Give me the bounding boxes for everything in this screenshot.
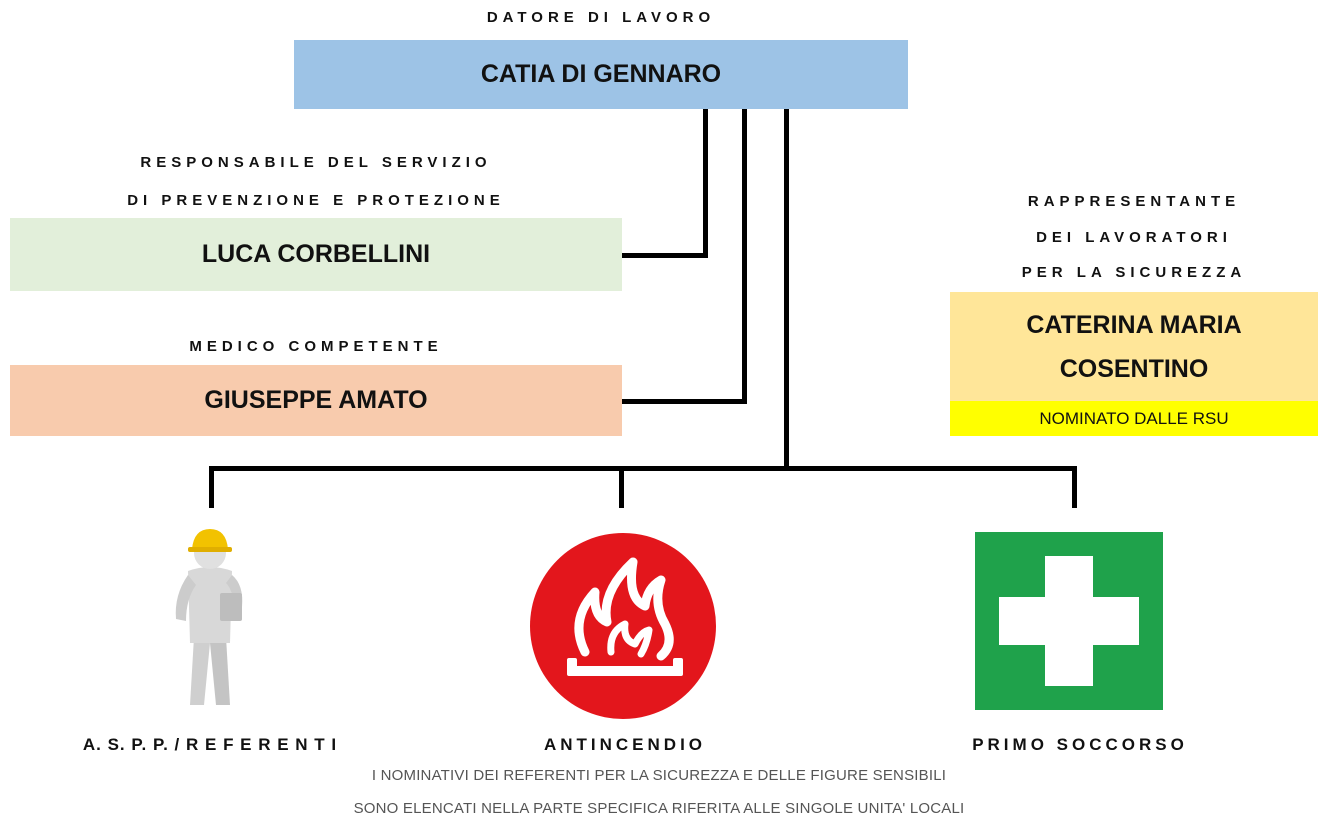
connector-rspp-vertical <box>703 109 708 258</box>
rls-caption-line2: DEI LAVORATORI <box>1036 229 1232 246</box>
connector-drop-center <box>619 466 624 508</box>
first-aid-icon <box>975 532 1163 710</box>
footer-note-line1: I NOMINATIVI DEI REFERENTI PER LA SICURE… <box>371 767 947 784</box>
doctor-name: GIUSEPPE AMATO <box>204 386 428 414</box>
rls-note: NOMINATO DALLE RSU <box>1039 408 1229 428</box>
role-label-antincendio: ANTINCENDIO <box>543 735 707 754</box>
connector-doctor-horizontal <box>622 399 747 404</box>
connector-main-vertical <box>784 109 789 471</box>
role-label-aspp: A. S. P. P. / R E F E R E N T I <box>82 735 338 754</box>
connector-drop-left <box>209 466 214 508</box>
rls-caption-line3: PER LA SICUREZZA <box>1021 264 1247 281</box>
doctor-caption: MEDICO COMPETENTE <box>189 338 443 355</box>
employer-box: CATIA DI GENNARO <box>294 40 908 109</box>
employer-name: CATIA DI GENNARO <box>480 60 722 88</box>
worker-icon <box>150 515 270 715</box>
connector-rspp-horizontal <box>622 253 708 258</box>
doctor-box: GIUSEPPE AMATO <box>10 365 622 436</box>
connector-drop-right <box>1072 466 1077 508</box>
employer-caption: DATORE DI LAVORO <box>486 9 716 26</box>
rspp-name: LUCA CORBELLINI <box>201 240 431 268</box>
rls-name-line2: COSENTINO <box>1059 354 1209 383</box>
rspp-caption-line1: RESPONSABILE DEL SERVIZIO <box>140 154 492 171</box>
rls-note-box: NOMINATO DALLE RSU <box>950 401 1318 436</box>
rspp-box: LUCA CORBELLINI <box>10 218 622 291</box>
connector-bus-horizontal <box>209 466 1077 471</box>
rls-name-line1: CATERINA MARIA <box>1026 310 1242 339</box>
rspp-caption-line2: DI PREVENZIONE E PROTEZIONE <box>127 192 505 209</box>
rls-caption-line1: RAPPRESENTANTE <box>1027 193 1241 210</box>
footer-note-line2: SONO ELENCATI NELLA PARTE SPECIFICA RIFE… <box>353 800 965 817</box>
connector-doctor-vertical <box>742 109 747 404</box>
fire-icon <box>529 532 717 720</box>
role-label-primo-soccorso: PRIMO SOCCORSO <box>972 735 1188 754</box>
rls-box: CATERINA MARIA COSENTINO <box>950 292 1318 401</box>
